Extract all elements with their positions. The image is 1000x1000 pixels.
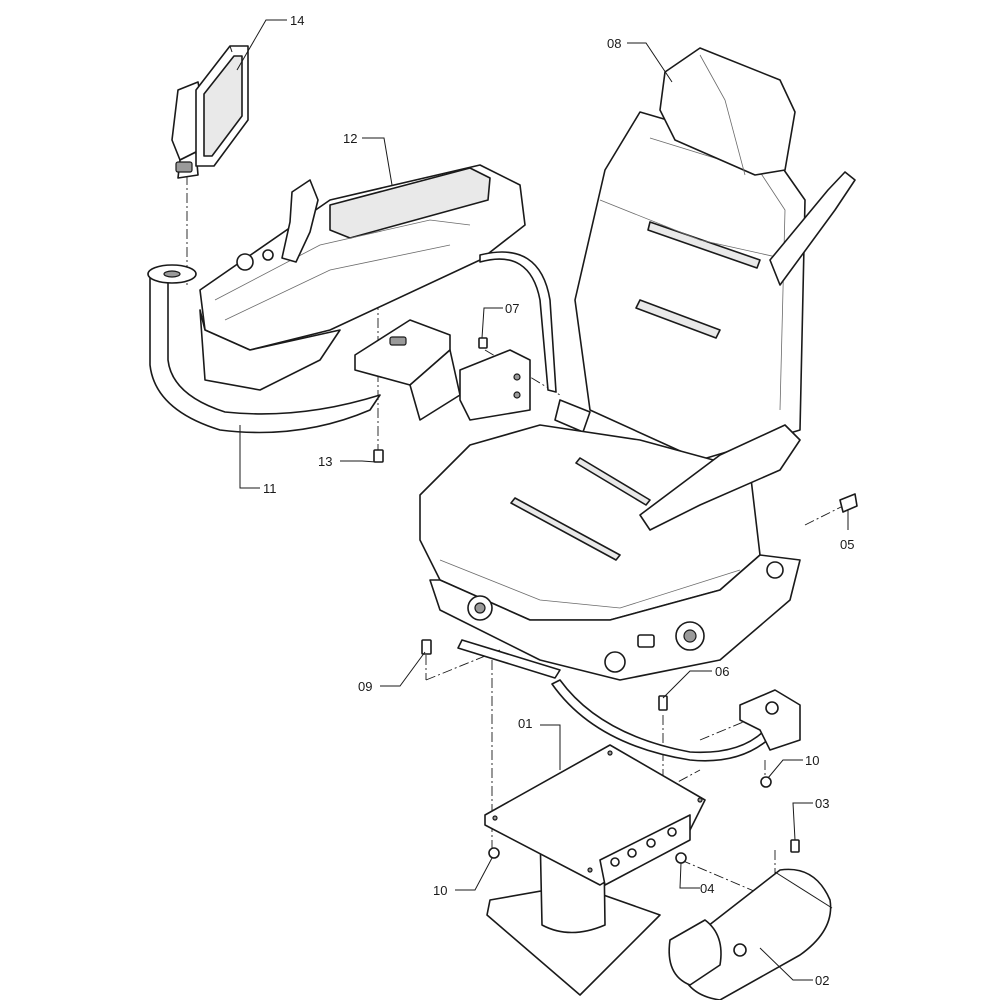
callout-03: 03 <box>815 796 829 811</box>
callout-05: 05 <box>840 537 854 552</box>
control-console <box>199 164 526 391</box>
display-monitor <box>171 45 249 179</box>
seat-cable <box>551 679 771 762</box>
callout-01: 01 <box>518 716 532 731</box>
operator-seat <box>419 47 856 681</box>
cable-bracket <box>739 689 801 751</box>
callout-12: 12 <box>343 131 357 146</box>
seat-base-pedestal <box>484 744 706 996</box>
callout-10-right: 10 <box>805 753 819 768</box>
callout-08: 08 <box>607 36 621 51</box>
callout-14: 14 <box>290 13 304 28</box>
callout-02: 02 <box>815 973 829 988</box>
callout-11: 11 <box>263 481 277 496</box>
callout-10-left: 10 <box>433 883 447 898</box>
callout-09: 09 <box>358 679 372 694</box>
fasteners <box>373 337 858 864</box>
callout-04: 04 <box>700 881 714 896</box>
callout-06: 06 <box>715 664 729 679</box>
console-cable <box>479 251 557 393</box>
support-arm <box>147 264 381 434</box>
callout-13: 13 <box>318 454 332 469</box>
air-canister <box>668 868 833 1000</box>
mounting-bracket <box>354 319 531 421</box>
callout-labels: 14 12 08 07 13 11 05 09 06 10 01 03 10 0… <box>263 13 854 988</box>
callout-leaders <box>236 19 849 981</box>
callout-07: 07 <box>505 301 519 316</box>
